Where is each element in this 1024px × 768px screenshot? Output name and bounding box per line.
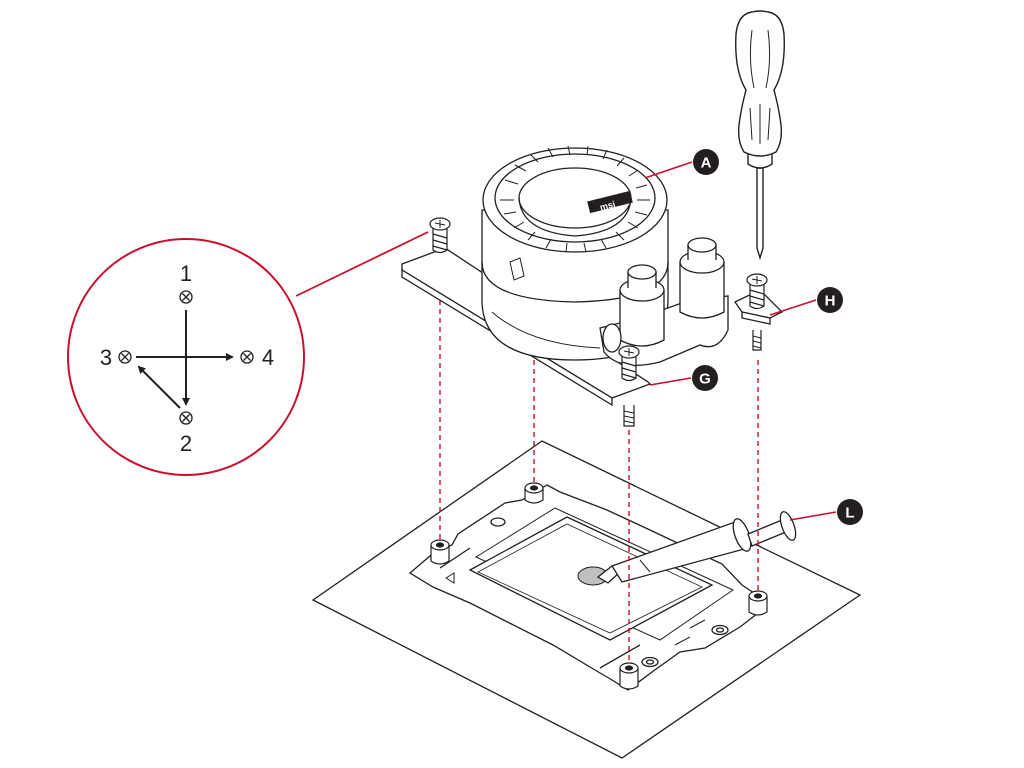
- callout-l: L: [789, 499, 863, 525]
- callout-h: H: [769, 287, 843, 316]
- callout-badge-icon: [693, 149, 719, 175]
- callout-l-label: L: [845, 505, 854, 522]
- sequence-label-3: 3: [100, 345, 112, 370]
- sequence-label-4: 4: [262, 345, 274, 370]
- callout-badge-icon: [837, 499, 863, 525]
- screwdriver: [735, 10, 785, 261]
- callout-g: G: [649, 365, 718, 391]
- callout-h-label: H: [825, 293, 836, 310]
- screw-cross-icon: [240, 350, 254, 364]
- standoff-front: [619, 662, 639, 690]
- sequence-arrow-2-3: [137, 365, 181, 409]
- screw-order-detail: 1 2 3 4: [67, 231, 429, 476]
- pump-logo-text: msi: [599, 199, 616, 212]
- screw-cross-icon: [179, 290, 193, 304]
- plate-screw-left: [429, 217, 451, 254]
- screw-cross-icon: [118, 350, 132, 364]
- pump-fin-ring: [500, 145, 650, 253]
- screw-cross-icon: [179, 411, 193, 425]
- standoff-back: [524, 482, 544, 504]
- standoff-front-left: [430, 539, 450, 565]
- thermal-paste-syringe: [596, 511, 797, 584]
- callout-a: A: [644, 149, 719, 179]
- callout-badge-icon: [817, 287, 843, 313]
- plate-screw-right: [746, 273, 768, 351]
- plate-screw-front: [618, 345, 640, 427]
- callout-g-label: G: [699, 371, 711, 388]
- callout-badge-icon: [692, 365, 718, 391]
- standoff-right: [748, 590, 768, 616]
- sequence-label-1: 1: [180, 261, 192, 286]
- sequence-label-2: 2: [180, 431, 192, 456]
- callout-a-label: A: [701, 155, 712, 172]
- pump-logo: msi: [587, 190, 633, 214]
- alignment-lines: [439, 300, 759, 663]
